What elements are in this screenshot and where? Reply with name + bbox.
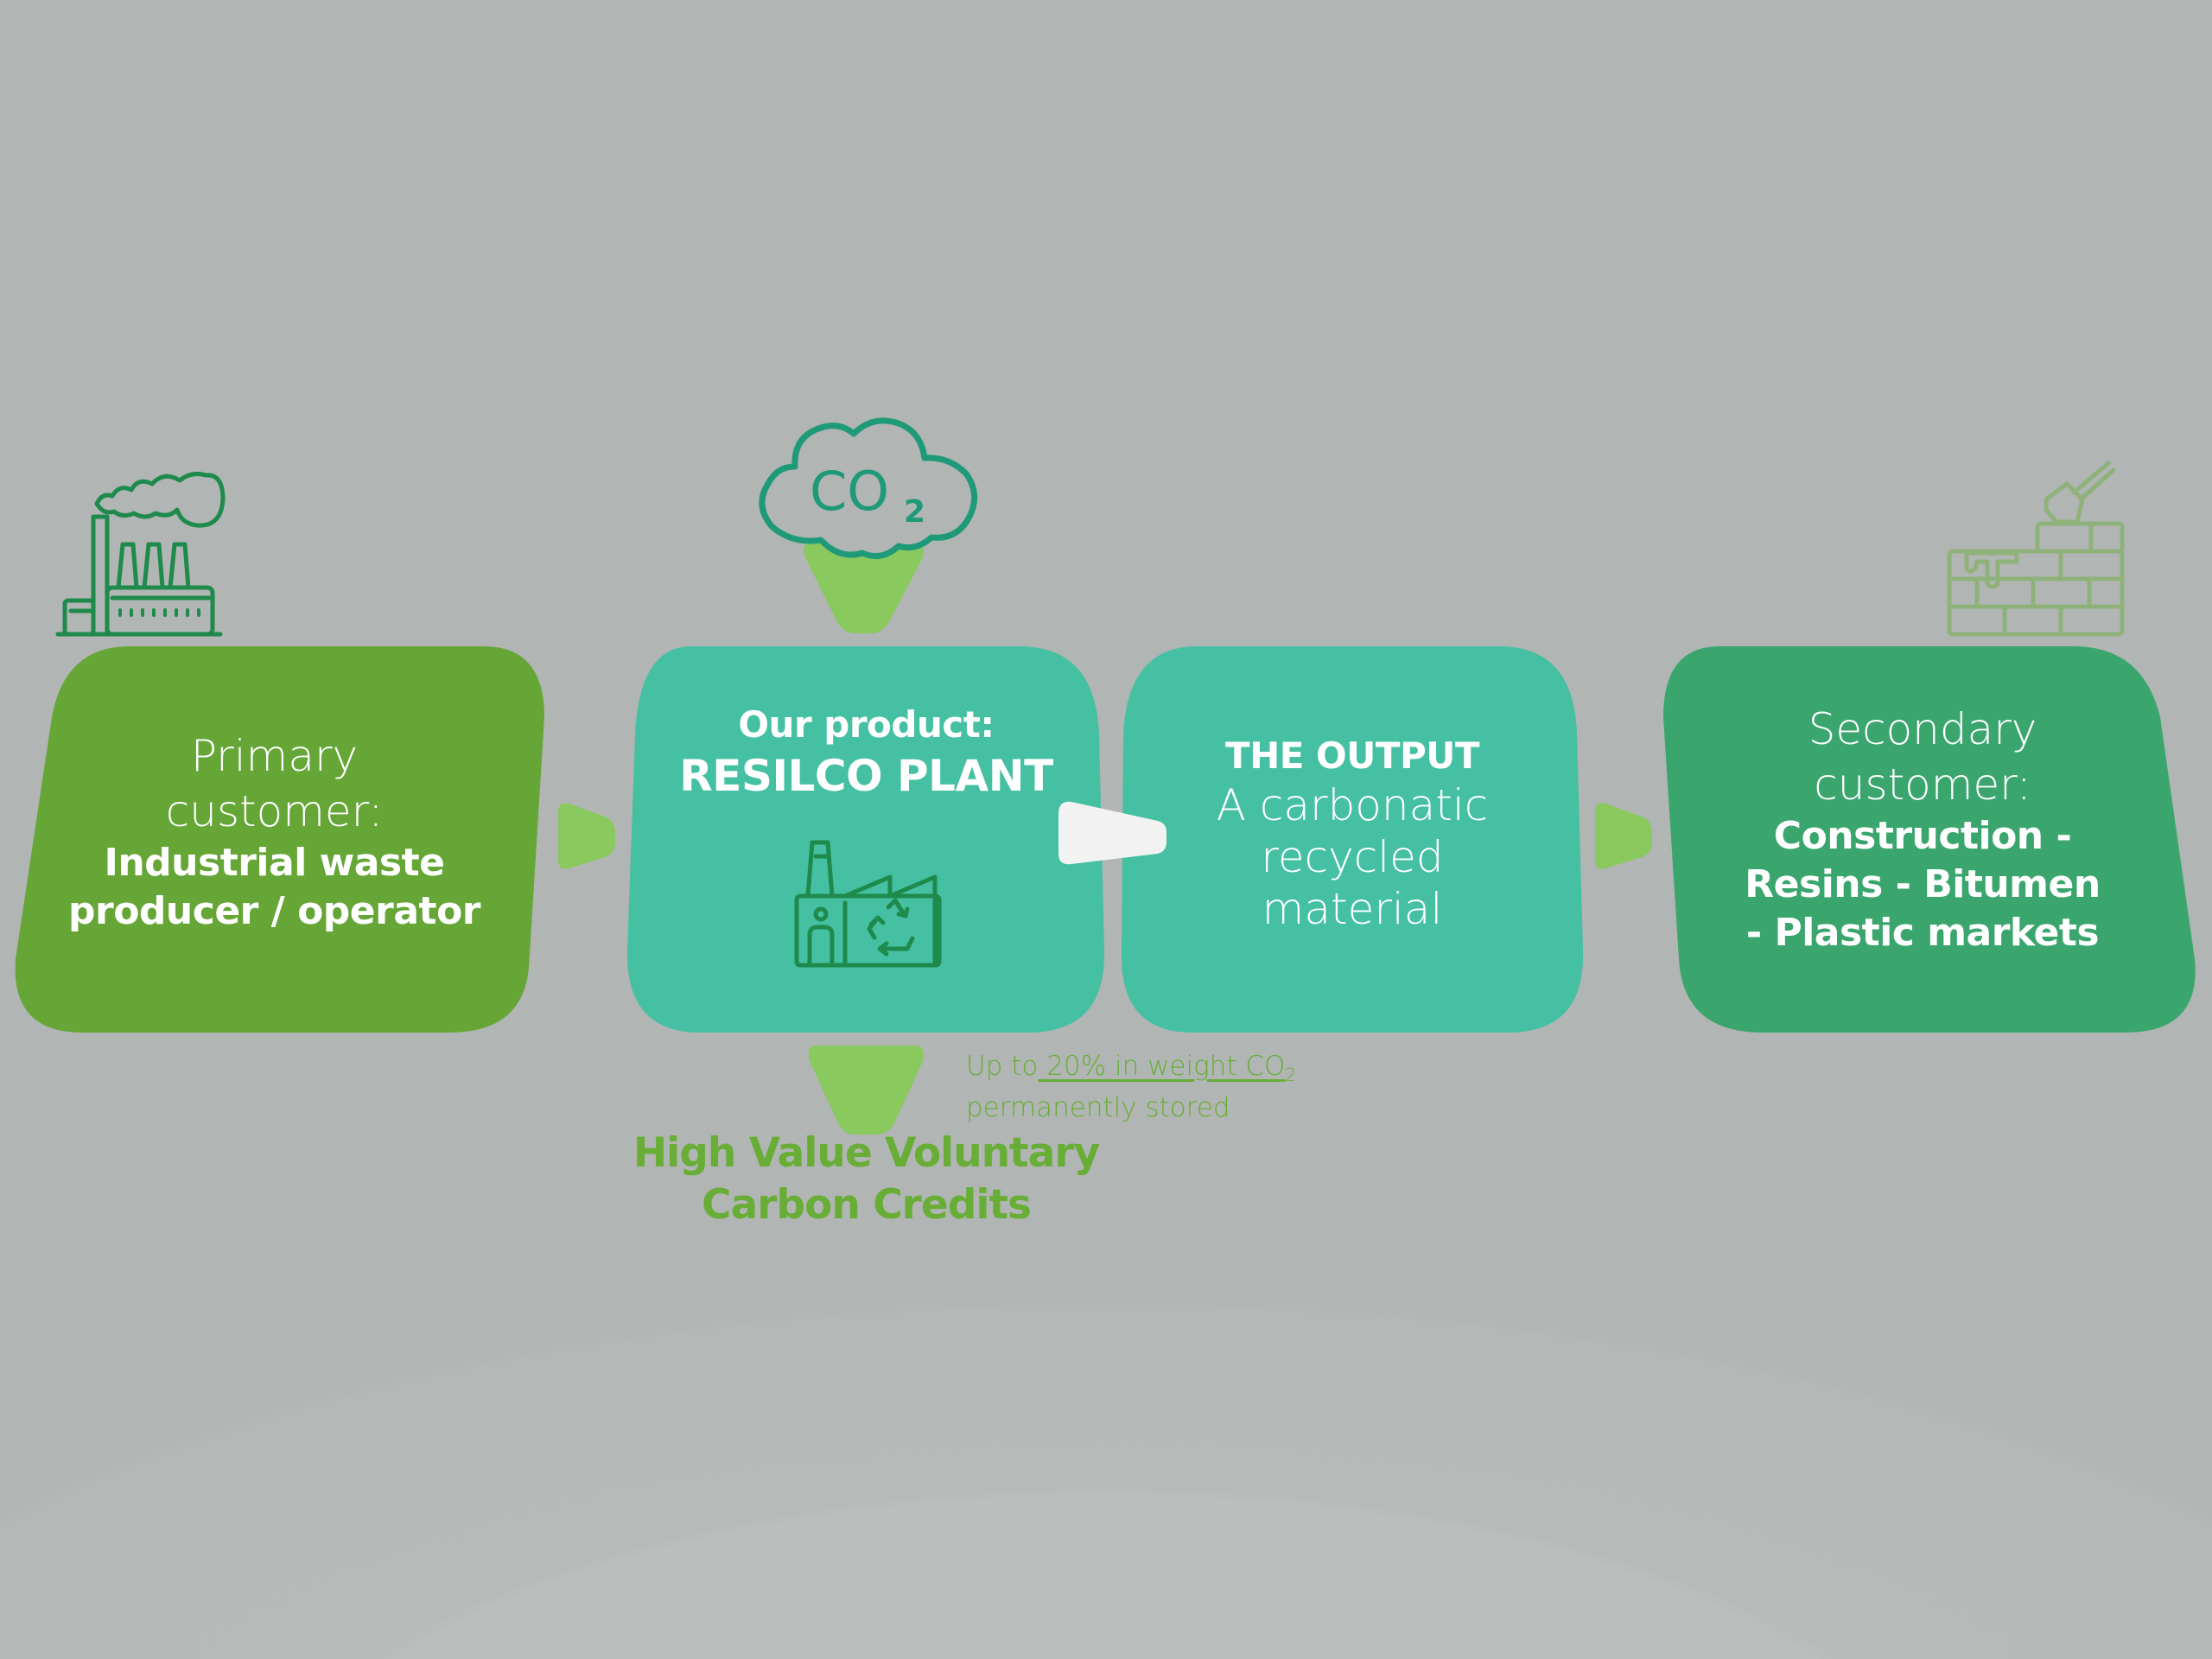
credits-line-1: High Value Voluntary — [632, 1129, 1100, 1177]
recycling-plant-icon — [794, 840, 942, 968]
output-heading: THE OUTPUT — [1224, 734, 1480, 777]
factory-smoke-icon — [55, 472, 226, 637]
secondary-value-line-2: Resins - Bitumen — [1745, 862, 2101, 906]
product-label: Our product: — [738, 703, 995, 746]
secondary-label-line-1: Secondary — [1808, 704, 2037, 754]
secondary-value-line-1: Construction - — [1773, 814, 2072, 858]
product-name: RESILCO PLANT — [679, 751, 1053, 801]
primary-label-line-1: Primary — [190, 731, 359, 781]
co2-subscript: 2 — [904, 494, 925, 530]
output-line-3: material — [1262, 884, 1443, 934]
storage-note-subscript: 2 — [1285, 1065, 1297, 1086]
storage-note-line-2: permanently stored — [966, 1092, 1230, 1124]
secondary-label-line-2: customer: — [1814, 760, 2031, 810]
storage-note-highlight-text: 20% in weight CO — [1038, 1051, 1286, 1082]
co2-cloud-icon: CO 2 — [759, 417, 978, 560]
arrow-connector-2 — [1058, 801, 1166, 865]
credits-line-2: Carbon Credits — [702, 1181, 1032, 1229]
output-line-2: recycled — [1261, 832, 1444, 882]
our-product-text: Our product: RESILCO PLANT — [631, 700, 1102, 802]
carbon-credits-label: High Value Voluntary Carbon Credits — [605, 1128, 1128, 1231]
arrow-connector-3 — [1595, 803, 1652, 869]
the-output-text: THE OUTPUT A carbonatic recycled materia… — [1123, 733, 1581, 935]
arrow-connector-1 — [558, 803, 615, 869]
credits-funnel-arrow — [808, 1046, 924, 1135]
the-output-box[interactable] — [1121, 646, 1584, 1033]
primary-customer-text: Primary customer: Industrial waste produ… — [35, 728, 514, 936]
secondary-value-line-3: - Plastic markets — [1745, 911, 2100, 955]
co2-funnel-arrow — [804, 543, 924, 633]
storage-note-line-1: Up to 20% in weight CO2 — [966, 1050, 1296, 1091]
primary-value-line-1: Industrial waste — [104, 841, 445, 885]
co2-storage-note: Up to 20% in weight CO2 permanently stor… — [966, 1050, 1296, 1124]
co2-label: CO — [810, 460, 889, 523]
secondary-customer-text: Secondary customer: Construction - Resin… — [1681, 702, 2164, 957]
brick-wall-trowel-icon — [1947, 461, 2125, 637]
primary-customer-box[interactable] — [15, 646, 544, 1033]
our-product-box[interactable] — [626, 646, 1105, 1033]
secondary-customer-box[interactable] — [1663, 646, 2196, 1033]
storage-note-prefix: Up to — [966, 1051, 1039, 1082]
output-line-1: A carbonatic — [1216, 780, 1489, 830]
primary-label-line-2: customer: — [165, 786, 384, 836]
storage-note-highlight: 20% in weight CO2 — [1038, 1051, 1297, 1086]
primary-value-line-2: producer / operator — [68, 889, 481, 933]
